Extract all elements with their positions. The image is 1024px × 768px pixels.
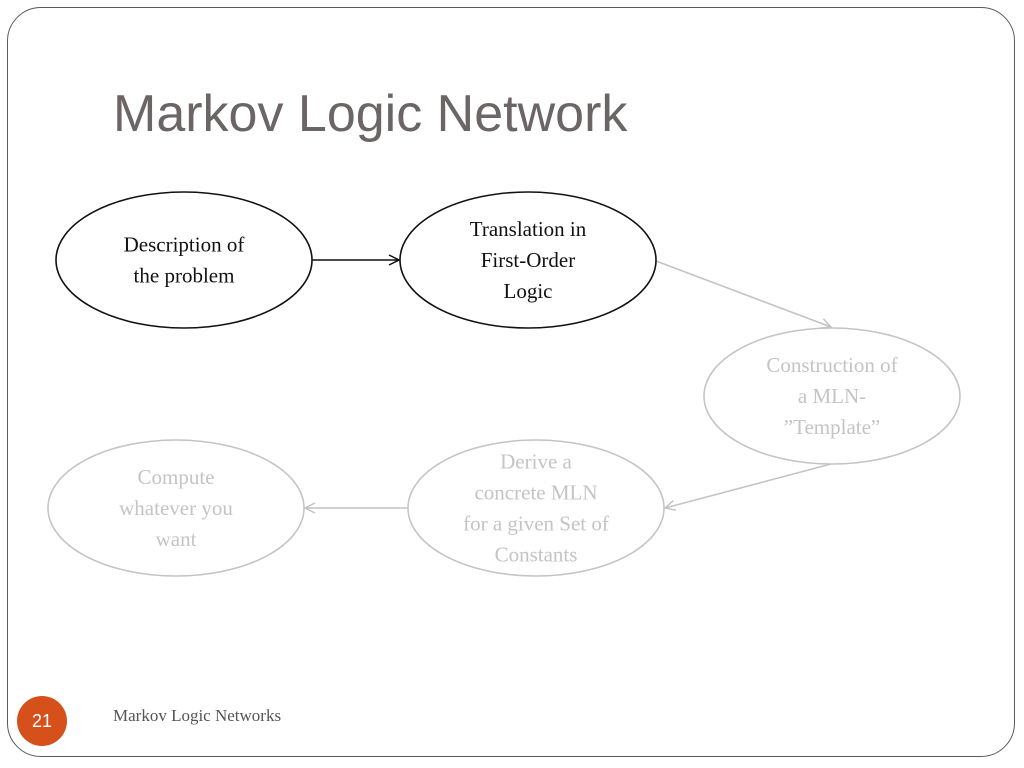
node-compute-ellipse [47,439,305,577]
node-construction-label-line: ”Template” [784,415,880,439]
node-description-label-line: the problem [134,264,235,288]
footer-text: Markov Logic Networks [113,706,282,725]
arrow-construction-to-derive [665,463,832,508]
node-derive-label-line: for a given Set of [463,512,609,536]
slide-frame [7,7,1015,757]
node-description-ellipse [55,191,313,329]
slide-title: Markov Logic Network [113,85,628,143]
node-compute: Compute whatever you want [47,439,305,577]
node-translation-ellipse [399,191,657,329]
node-compute-label-line: Compute [138,465,215,489]
node-translation-label-line: Logic [504,279,553,303]
node-translation-label-line: Translation in [470,217,587,241]
node-derive-label-line: Constants [495,543,578,567]
node-compute-label-line: whatever you [119,496,233,520]
node-description: Description of the problem [55,191,313,329]
arrow-translation-to-construction [655,260,831,327]
node-derive-label-line: Derive a [500,450,572,474]
node-translation-label-line: First-Order [481,248,575,272]
node-derive-label-line: concrete MLN [474,481,597,505]
node-derive-ellipse [407,439,665,577]
node-construction: Construction of a MLN- ”Template” [703,327,961,465]
slide-number-badge: 21 [17,696,67,746]
node-derive: Derive a concrete MLN for a given Set of Co… [407,439,665,577]
node-construction-label-line: a MLN- [798,384,866,408]
node-compute-label-line: want [156,527,197,551]
node-construction-ellipse [703,327,961,465]
node-description-label-line: Description of [124,233,245,257]
node-construction-label-line: Construction of [766,353,897,377]
